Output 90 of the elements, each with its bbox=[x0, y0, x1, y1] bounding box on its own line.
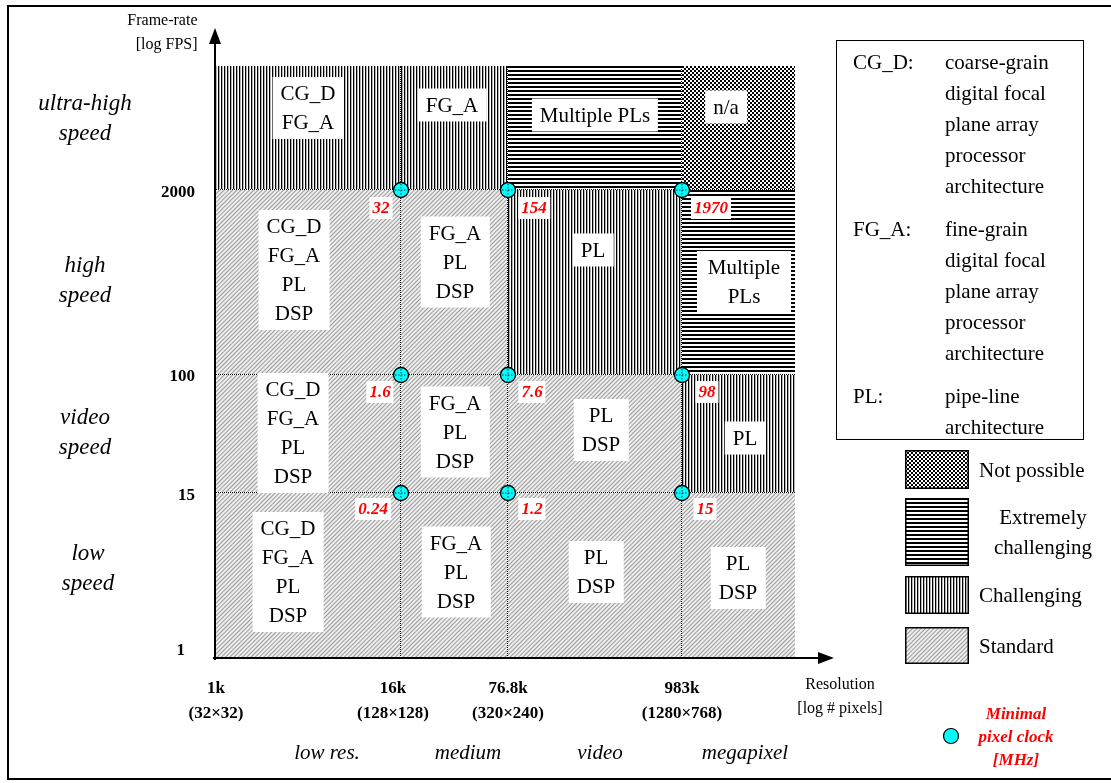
architecture-label: DSP bbox=[268, 602, 308, 629]
architecture-label: CG_D bbox=[265, 376, 321, 403]
architecture-label: DSP bbox=[718, 579, 758, 606]
hatched-region bbox=[401, 493, 508, 658]
tick-label: 15 bbox=[178, 485, 195, 505]
architecture-label: FG_A bbox=[428, 219, 482, 247]
architecture-label: FG_A bbox=[267, 242, 321, 269]
architecture-label: PL bbox=[732, 424, 758, 452]
resolution-class-label: video bbox=[577, 739, 623, 765]
hatched-region bbox=[682, 375, 795, 493]
architecture-label: PL bbox=[281, 271, 307, 298]
tick-label: 2000 bbox=[161, 182, 195, 202]
architecture-label: Multiple PLs bbox=[539, 101, 651, 129]
architecture-label: PL bbox=[725, 550, 751, 577]
pixel-clock-value: 1.6 bbox=[366, 381, 394, 403]
speed-class-label: low speed bbox=[60, 539, 116, 597]
architecture-label: CG_D bbox=[280, 80, 336, 107]
legend-label: Standard bbox=[979, 632, 1054, 660]
architecture-label: PL bbox=[443, 558, 469, 586]
hatched-region bbox=[215, 66, 401, 190]
hatched-region bbox=[215, 375, 401, 493]
architecture-label: PL bbox=[583, 544, 609, 571]
pixel-clock-value: 0.24 bbox=[355, 498, 391, 520]
axis-title: Frame-rate [log FPS] bbox=[126, 10, 198, 55]
hatched-region bbox=[508, 66, 682, 190]
definitions-box bbox=[836, 40, 1084, 440]
abbreviation-definition: pipe-line architecture bbox=[945, 383, 1046, 441]
architecture-label: FG_A bbox=[428, 389, 482, 417]
hatched-region bbox=[682, 190, 795, 375]
architecture-label: DSP bbox=[274, 300, 314, 327]
pixel-clock-value: 1970 bbox=[691, 197, 731, 219]
architecture-label: DSP bbox=[273, 463, 313, 490]
pixel-clock-value: 15 bbox=[693, 498, 717, 520]
architecture-label: CG_D bbox=[260, 515, 316, 542]
hatched-region bbox=[401, 66, 508, 190]
hatched-region bbox=[401, 375, 508, 493]
pixel-clock-value: 32 bbox=[369, 197, 393, 219]
tick-label: 76.8k (320×240) bbox=[471, 677, 545, 724]
abbreviation-definition: fine-grain digital focal plane array processor architecture bbox=[945, 216, 1047, 367]
resolution-class-label: medium bbox=[434, 739, 502, 765]
architecture-label: PL bbox=[280, 434, 306, 461]
architecture-label: PL bbox=[588, 402, 614, 429]
architecture-label: FG_A bbox=[429, 529, 483, 557]
legend-label: Minimal pixel clock [MHz] bbox=[976, 702, 1055, 771]
architecture-label: FG_A bbox=[261, 544, 315, 571]
architecture-label: CG_D bbox=[266, 213, 322, 240]
resolution-class-label: low res. bbox=[294, 739, 360, 765]
tick-label: 100 bbox=[169, 366, 195, 386]
tick-label: 983k (1280×768) bbox=[640, 677, 724, 724]
architecture-label: PL bbox=[275, 573, 301, 600]
legend-label: Not possible bbox=[979, 456, 1085, 484]
architecture-label: DSP bbox=[576, 573, 616, 600]
architecture-label: PL bbox=[442, 248, 468, 276]
architecture-label: n/a bbox=[713, 93, 739, 121]
architecture-label: DSP bbox=[435, 277, 475, 305]
architecture-label: Multiple PLs bbox=[706, 254, 782, 310]
architecture-label: FG_A bbox=[425, 91, 479, 119]
pixel-clock-value: 7.6 bbox=[518, 381, 546, 403]
architecture-label: FG_A bbox=[281, 109, 335, 136]
axis-title: Resolution [log # pixels] bbox=[796, 674, 884, 719]
hatched-region bbox=[508, 493, 682, 658]
hatched-region bbox=[682, 493, 795, 658]
hatched-region bbox=[401, 190, 508, 375]
architecture-label: DSP bbox=[436, 587, 476, 615]
abbreviation-definition: coarse-grain digital focal plane array processor architecture bbox=[945, 49, 1050, 200]
architecture-label: FG_A bbox=[266, 405, 320, 432]
abbreviation-term: FG_A: bbox=[853, 216, 913, 243]
hatched-region bbox=[682, 66, 795, 190]
tick-label: 16k (128×128) bbox=[356, 677, 430, 724]
abbreviation-term: CG_D: bbox=[853, 49, 915, 76]
architecture-label: PL bbox=[442, 418, 468, 446]
legend-label: Extremely challenging bbox=[993, 504, 1093, 561]
legend-label: Challenging bbox=[979, 582, 1082, 609]
pixel-clock-value: 154 bbox=[518, 197, 550, 219]
speed-class-label: high speed bbox=[57, 251, 113, 309]
hatched-region bbox=[215, 493, 401, 658]
resolution-class-label: megapixel bbox=[701, 739, 789, 765]
speed-class-label: video speed bbox=[57, 403, 113, 461]
architecture-label: DSP bbox=[435, 447, 475, 475]
hatched-region bbox=[508, 375, 682, 493]
speed-class-label: ultra-high speed bbox=[37, 89, 133, 147]
hatched-region bbox=[508, 190, 682, 375]
tick-label: 1 bbox=[176, 640, 185, 660]
architecture-label: DSP bbox=[581, 431, 621, 458]
tick-label: 1k (32×32) bbox=[187, 677, 245, 724]
pixel-clock-value: 1.2 bbox=[518, 498, 546, 520]
architecture-label: PL bbox=[580, 236, 606, 264]
hatched-region bbox=[215, 190, 401, 375]
abbreviation-term: PL: bbox=[853, 383, 885, 410]
pixel-clock-value: 98 bbox=[695, 381, 719, 403]
